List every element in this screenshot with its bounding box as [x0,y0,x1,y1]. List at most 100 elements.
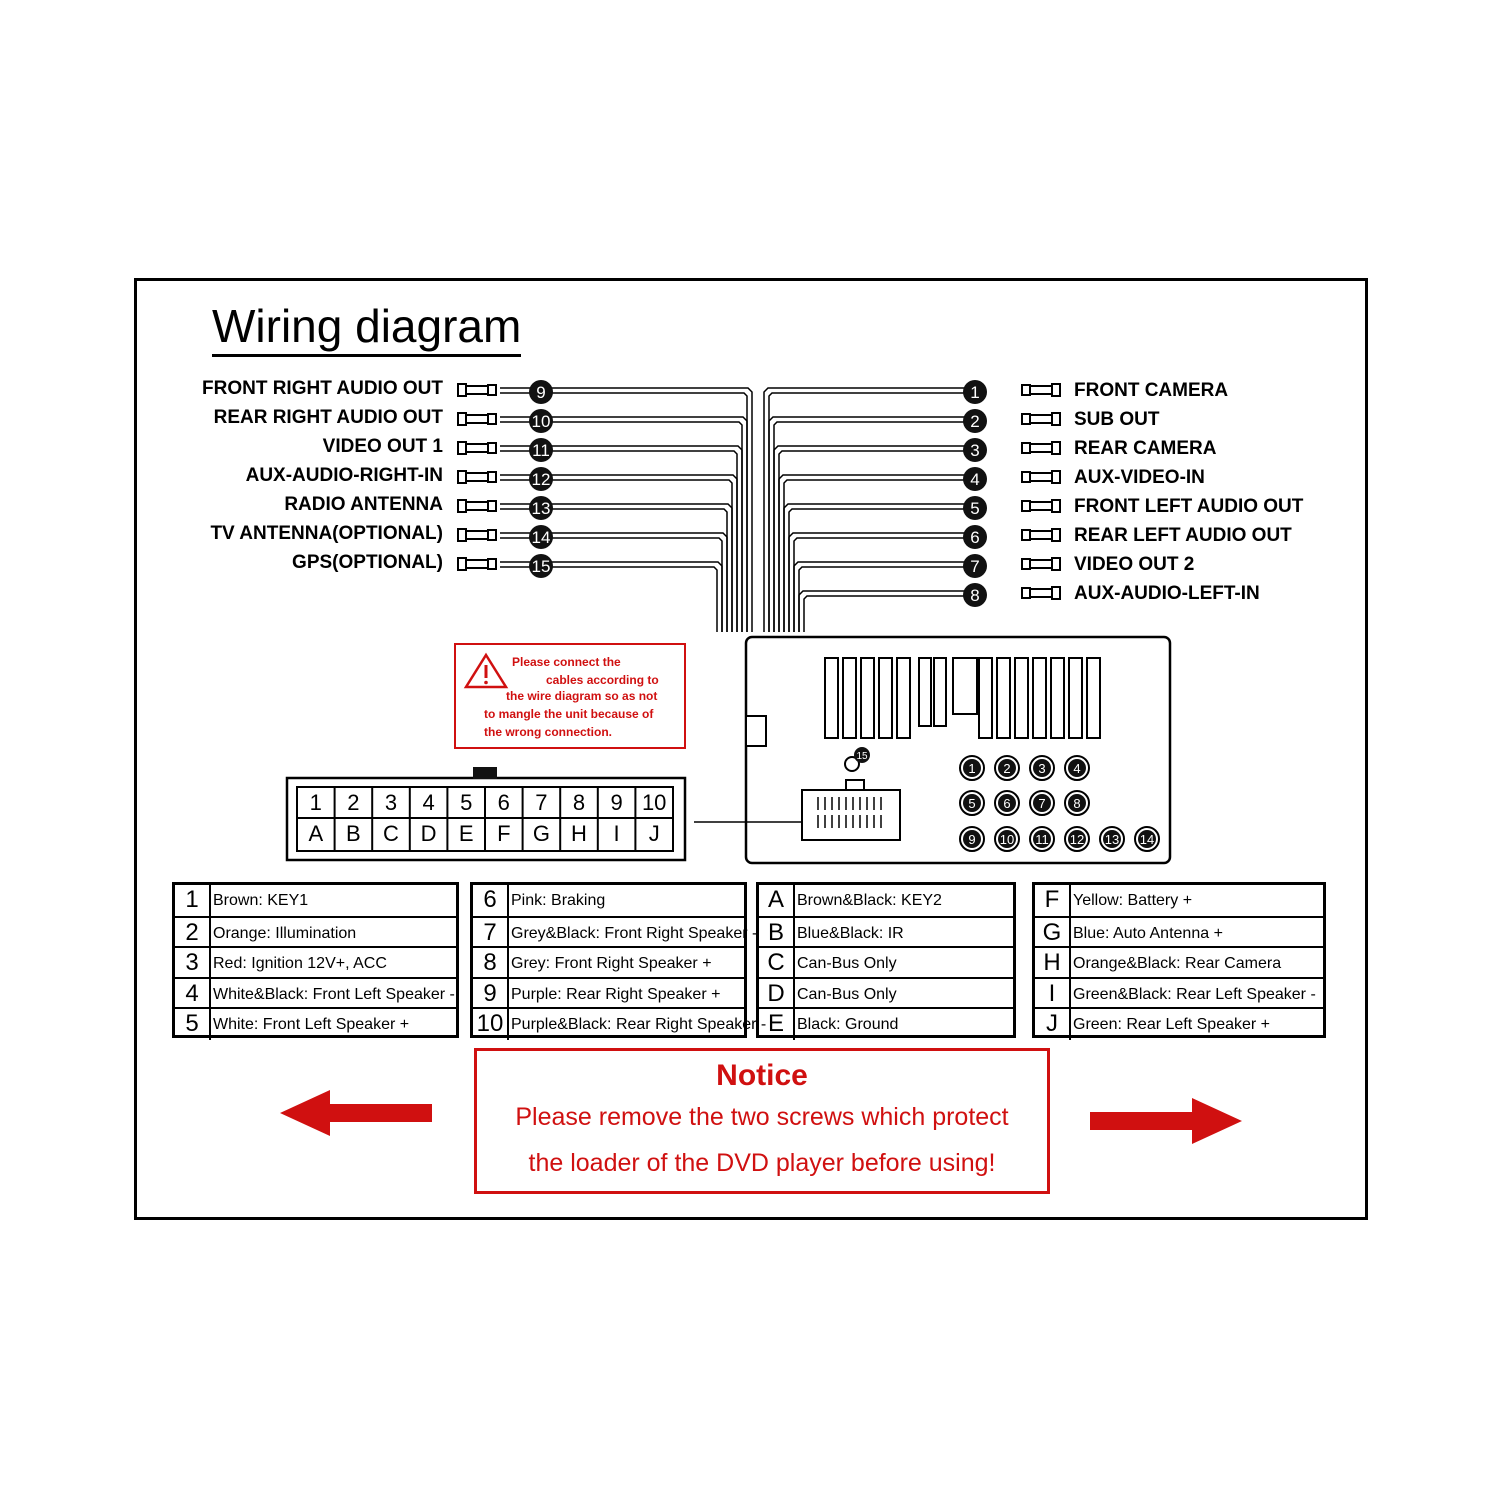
rca-plug-icon [1021,441,1061,455]
page-title: Wiring diagram [212,300,522,357]
svg-text:8: 8 [970,586,979,605]
wire-right [783,503,980,632]
svg-text:1: 1 [970,383,979,402]
wire-left [500,387,753,632]
pin-slot [918,657,932,727]
right-output-label: AUX-VIDEO-IN [1074,467,1205,488]
harness-pin-label: 1 [309,790,322,815]
left-output-label: GPS(OPTIONAL) [292,552,443,573]
pin-description: Grey: Front Right Speaker + [511,955,712,973]
wire-right [773,445,980,632]
svg-text:11: 11 [1035,832,1049,847]
pin-description: Green: Rear Left Speaker + [1073,1016,1270,1034]
pin-slot [860,657,875,739]
unit-port: 11 [1029,826,1055,852]
pin-badge: 10 [529,409,553,433]
wire-left [500,561,723,632]
wire-right [763,387,980,632]
harness-pin-label: 6 [497,790,510,815]
pin-key: H [1035,948,1071,980]
svg-text:6: 6 [970,528,979,547]
harness-socket [801,789,901,841]
pin-description: Can-Bus Only [797,985,897,1003]
harness-pin-label: B [346,821,361,846]
pin-badge: 12 [529,467,553,491]
wire-left [500,416,748,632]
pin-key: C [759,948,795,980]
pin-badge: 7 [963,554,987,578]
pin-key: 9 [473,978,509,1010]
svg-text:3: 3 [970,441,979,460]
harness-pin-label: 8 [572,790,586,815]
warning-line: the wrong connection. [484,725,612,739]
pin-description: White&Black: Front Left Speaker - [213,985,455,1003]
svg-text:5: 5 [968,796,975,811]
pin-badge: 8 [963,583,987,607]
unit-port: 7 [1029,790,1055,816]
pin-key: 10 [473,1009,509,1041]
pin-slot [978,657,993,739]
unit-port: 6 [994,790,1020,816]
pin-slot [1032,657,1047,739]
rca-plug-icon [457,412,497,426]
pin-slot [1068,657,1083,739]
notice-title: Notice [716,1059,808,1092]
wire-left [500,566,718,632]
right-output-label: REAR LEFT AUDIO OUT [1074,525,1292,546]
pin-key: I [1035,978,1071,1010]
unit-port: 2 [994,755,1020,781]
harness-pin-label: J [648,821,660,846]
diagram-frame [134,278,1368,1220]
pin-badge: 2 [963,409,987,433]
notice-line-2: the loader of the DVD player before usin… [528,1149,996,1177]
pin-badge [854,747,870,763]
right-output-label: SUB OUT [1074,409,1160,430]
unit-port: 10 [994,826,1020,852]
svg-text:7: 7 [1038,796,1045,811]
svg-text:10: 10 [1000,832,1014,847]
pin-key: D [759,978,795,1010]
socket-15 [844,756,860,772]
rca-plug-icon [457,557,497,571]
harness-pin-label: 2 [347,790,360,815]
pin-key: E [759,1009,795,1041]
unit-port: 1 [959,755,985,781]
pin-badge: 1 [963,380,987,404]
harness-pin-label: G [532,821,550,846]
pin-slot [896,657,911,739]
svg-text:1: 1 [968,761,975,776]
wire-right [783,479,980,632]
harness-pin-label: D [420,821,437,846]
right-output-label: AUX-AUDIO-LEFT-IN [1074,583,1260,604]
wire-right [773,421,980,632]
pin-key: 4 [175,978,211,1010]
wire-right [778,474,980,632]
rca-plug-icon [1021,528,1061,542]
pin-slot [996,657,1011,739]
harness-pin-label: 3 [384,790,398,815]
pin-key: F [1035,885,1071,916]
svg-text:15: 15 [532,557,551,576]
pin-badge: 11 [529,438,553,462]
svg-text:10: 10 [532,412,551,431]
unit-port: 13 [1099,826,1125,852]
pin-key: 6 [473,885,509,916]
unit-port: 3 [1029,755,1055,781]
pin-badge: 9 [529,380,553,404]
pin-slot [952,657,978,715]
rca-plug-icon [1021,557,1061,571]
svg-text:14: 14 [1140,832,1154,847]
rca-plug-icon [457,499,497,513]
pin-key: 3 [175,948,211,980]
